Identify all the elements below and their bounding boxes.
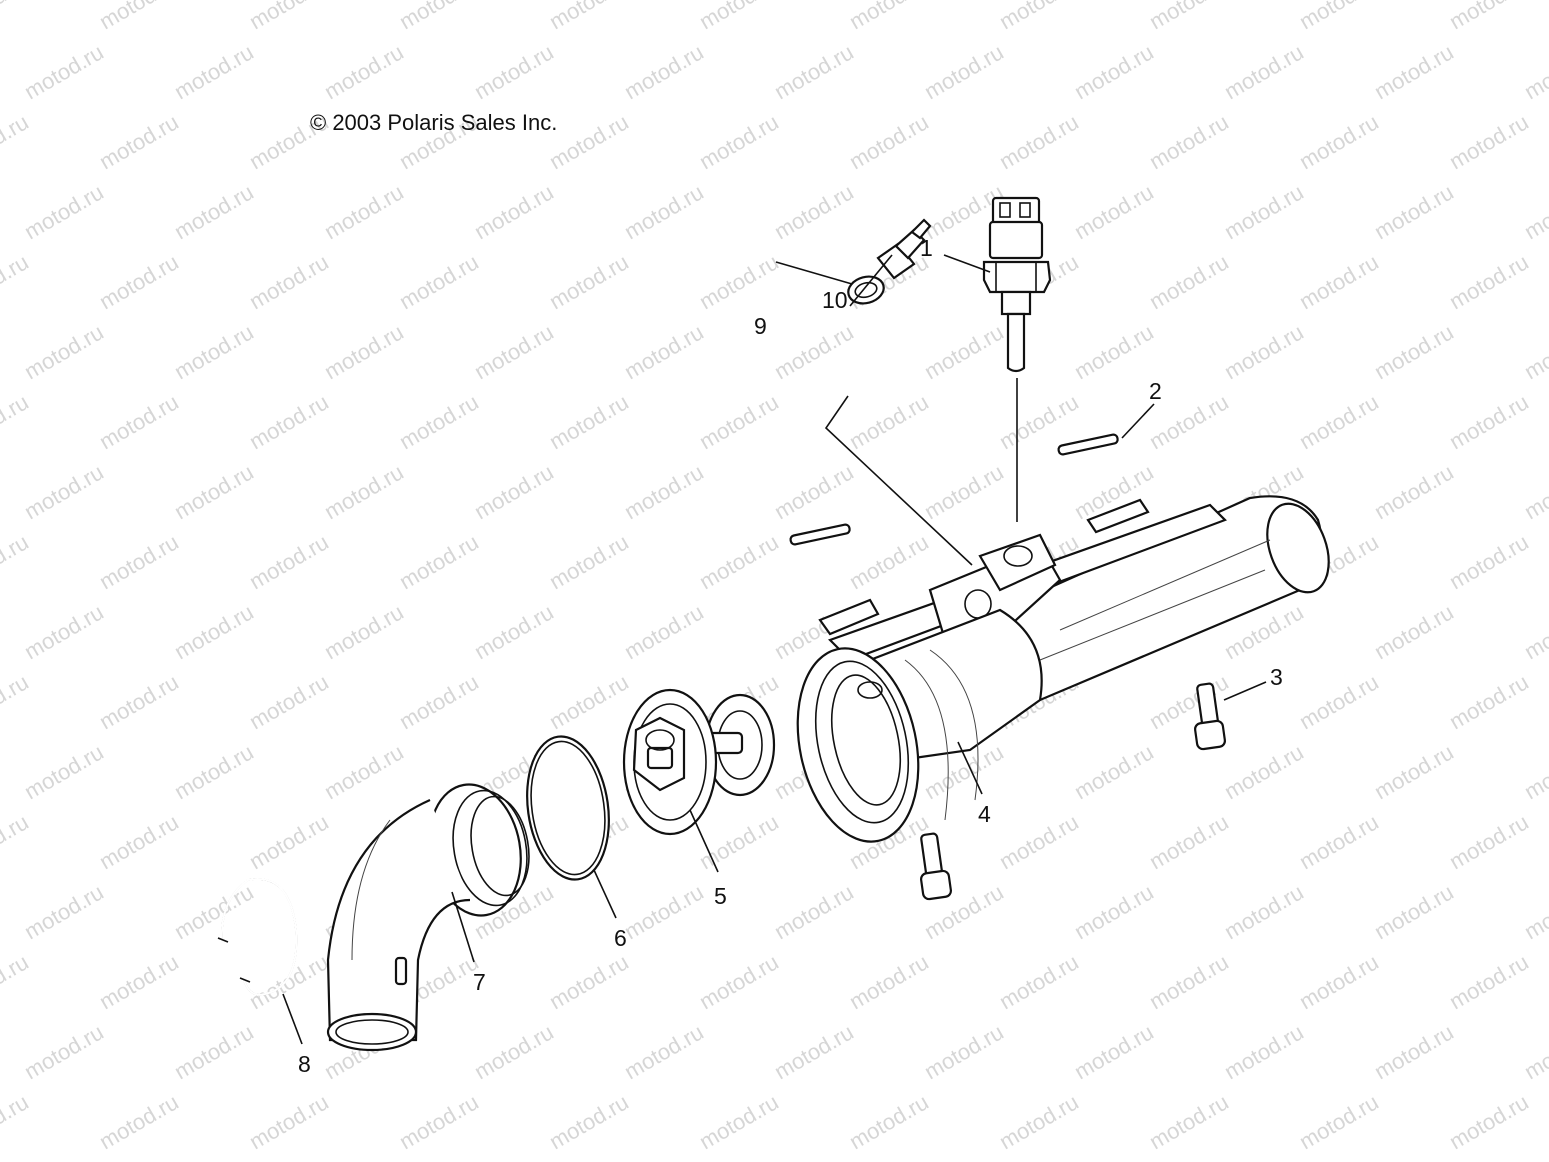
part-3-bolt	[920, 682, 1226, 901]
callout-10: 10	[822, 287, 848, 313]
callout-6: 6	[614, 925, 627, 951]
part-1-temperature-sensor	[982, 196, 1052, 373]
callout-numbers: 1 2 3 4 5 6 7 8 9 10	[298, 235, 1283, 1077]
callout-8: 8	[298, 1051, 311, 1077]
part-8-snap-ring	[217, 878, 298, 997]
part-7-elbow	[326, 783, 530, 1052]
callout-4: 4	[978, 801, 991, 827]
callout-7: 7	[473, 969, 486, 995]
part-4-thermostat-housing	[796, 495, 1330, 843]
part-5-thermostat	[622, 688, 776, 836]
copyright-notice: © 2003 Polaris Sales Inc.	[310, 110, 558, 135]
part-2-pin	[789, 433, 1119, 546]
part-9-washer	[847, 275, 885, 305]
callout-3: 3	[1270, 664, 1283, 690]
callout-9: 9	[754, 313, 767, 339]
callout-2: 2	[1149, 378, 1162, 404]
leader-lines	[282, 254, 1267, 1045]
callout-1: 1	[920, 235, 933, 261]
part-6-o-ring	[526, 735, 610, 881]
callout-5: 5	[714, 883, 727, 909]
part-10-fitting	[876, 218, 932, 280]
